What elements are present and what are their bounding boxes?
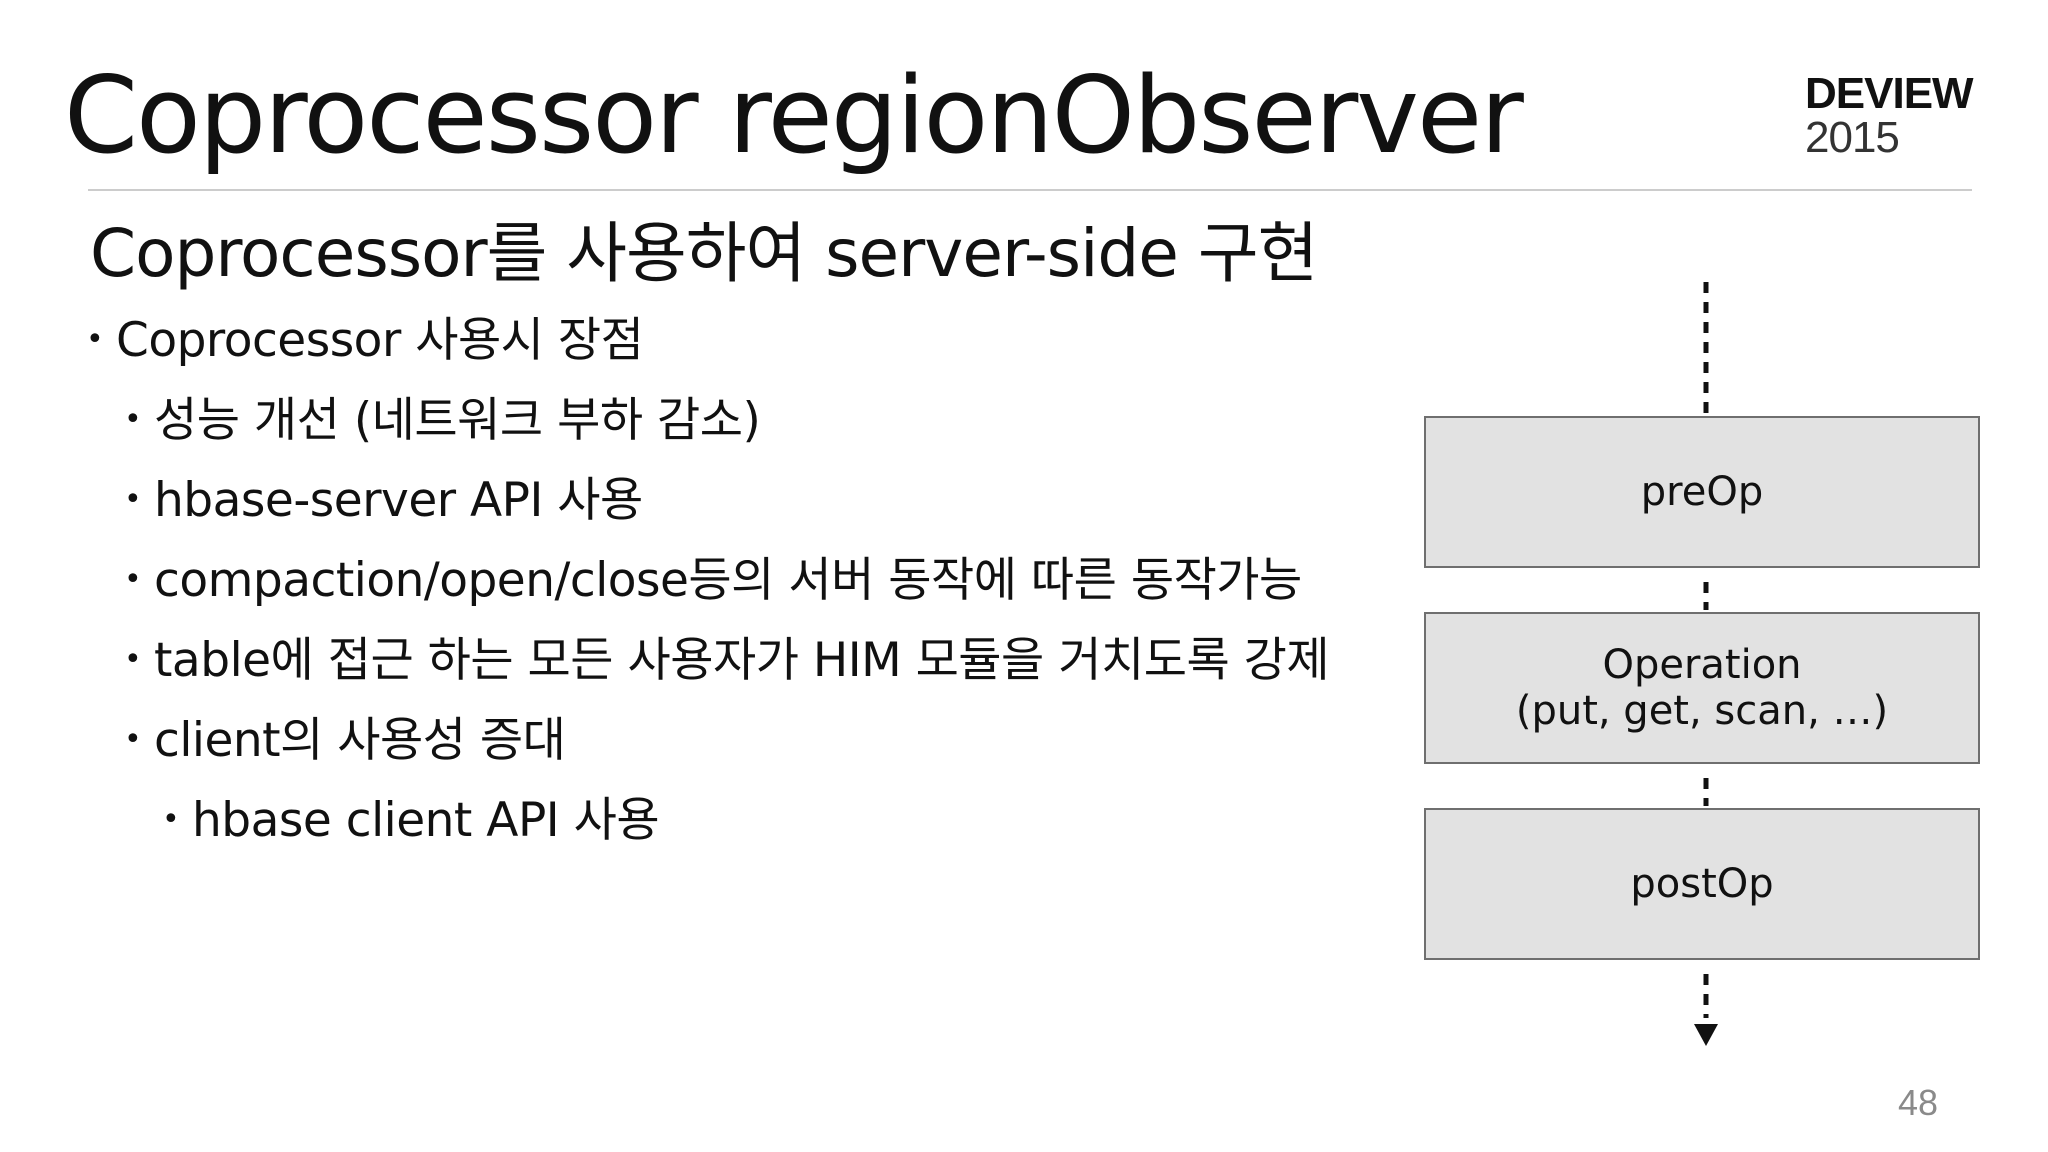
bullet-text: hbase client API 사용: [192, 793, 660, 848]
bullet-item: • table에 접근 하는 모든 사용자가 HIM 모듈을 거치도록 강제: [124, 631, 1330, 694]
bullet-item: • client의 사용성 증대: [124, 711, 566, 774]
bullet-item: • 성능 개선 (네트워크 부하 감소): [124, 391, 761, 454]
bullet-text: compaction/open/close등의 서버 동작에 따른 동작가능: [154, 553, 1302, 608]
bullet-dot: •: [86, 321, 104, 357]
bullet-dot: •: [124, 721, 142, 757]
bullet-dot: •: [124, 401, 142, 437]
bullet-item: • Coprocessor 사용시 장점: [86, 311, 644, 374]
bullet-item: • hbase-server API 사용: [124, 471, 643, 534]
bullet-dot: •: [124, 641, 142, 677]
flow-connector: [1694, 282, 1718, 1046]
operation-label: Operation: [1602, 642, 1802, 688]
page-number: 48: [1898, 1082, 1939, 1123]
deview-logo: DEVIEW 2015: [1805, 72, 2005, 160]
title-divider: [88, 189, 1972, 191]
operation-detail: (put, get, scan, …): [1515, 688, 1889, 734]
bullet-text: Coprocessor 사용시 장점: [116, 313, 644, 368]
postop-label: postOp: [1630, 861, 1774, 907]
preop-label: preOp: [1640, 469, 1764, 515]
bullet-dot: •: [124, 561, 142, 597]
preop-box: preOp: [1424, 416, 1980, 568]
bullet-text: 성능 개선 (네트워크 부하 감소): [154, 393, 761, 448]
arrow-head: [1694, 1024, 1718, 1046]
logo-name: DEVIEW: [1805, 69, 1974, 118]
bullet-text: hbase-server API 사용: [154, 473, 643, 528]
bullet-text: client의 사용성 증대: [154, 713, 566, 768]
bullet-item: • compaction/open/close등의 서버 동작에 따른 동작가능: [124, 551, 1302, 614]
postop-box: postOp: [1424, 808, 1980, 960]
slide-title: Coprocessor regionObserver: [64, 54, 1524, 177]
coprocessor-flow-diagram: preOp Operation (put, get, scan, …) post…: [1420, 276, 1980, 1056]
bullet-dot: •: [124, 481, 142, 517]
logo-year: 2015: [1805, 113, 1900, 162]
bullet-text: table에 접근 하는 모든 사용자가 HIM 모듈을 거치도록 강제: [154, 633, 1330, 688]
slide-subtitle: Coprocessor를 사용하여 server-side 구현: [90, 215, 1318, 292]
operation-box: Operation (put, get, scan, …): [1424, 612, 1980, 764]
bullet-dot: •: [162, 801, 180, 837]
bullet-item: • hbase client API 사용: [162, 791, 660, 854]
